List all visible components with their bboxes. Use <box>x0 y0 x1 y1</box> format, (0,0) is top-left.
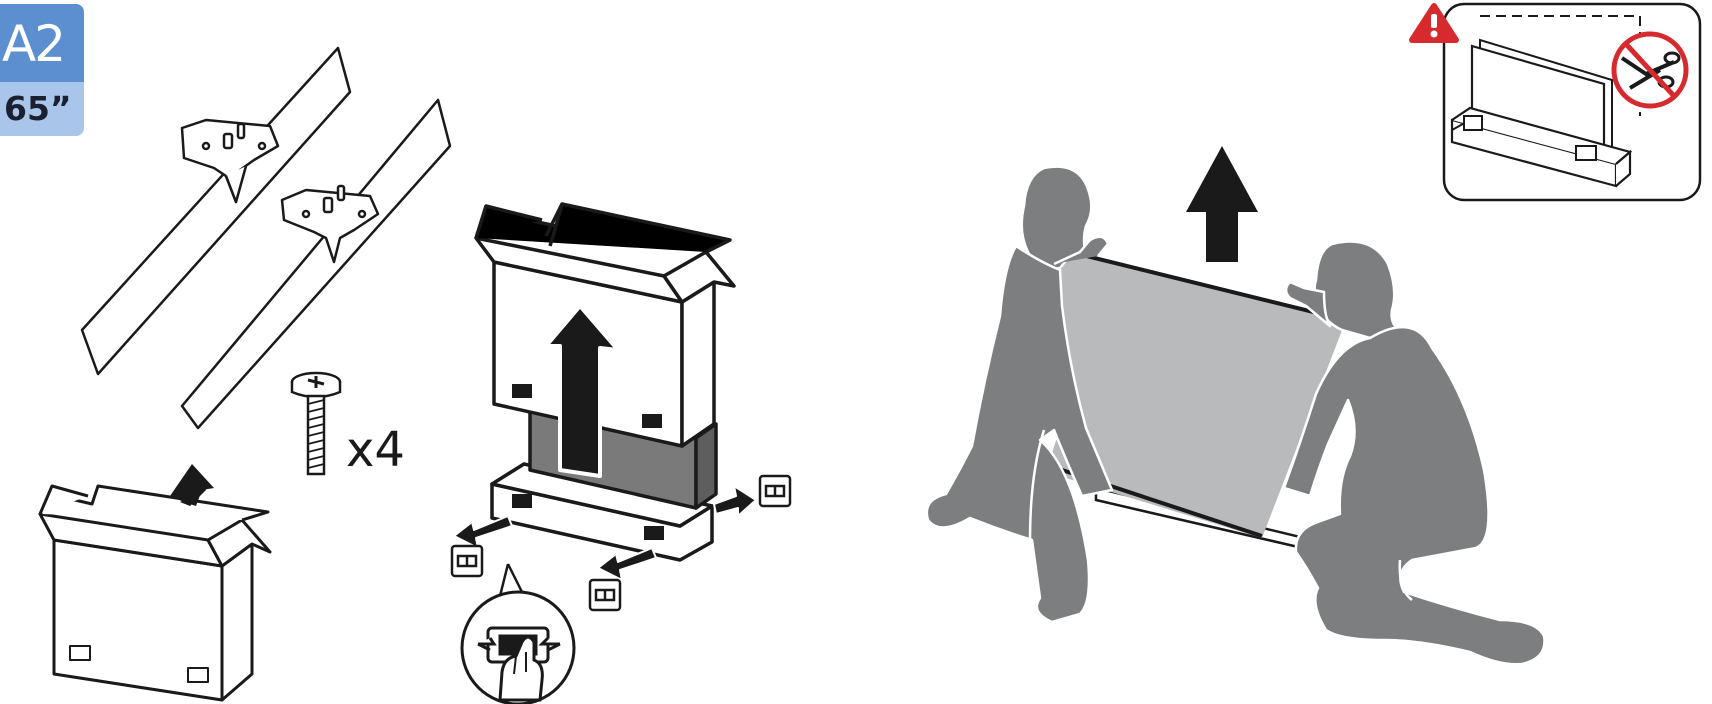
person-right <box>1284 242 1545 665</box>
large-box <box>454 204 756 580</box>
lift-up-arrow-icon <box>1186 146 1258 262</box>
handle-detail-callout <box>462 564 574 704</box>
no-knife-icon <box>1614 34 1686 106</box>
warning-panel <box>1444 4 1700 200</box>
screw-quantity: x4 <box>346 422 405 478</box>
clip-icon <box>590 580 620 610</box>
screw-icon <box>292 373 340 474</box>
small-box <box>40 464 270 700</box>
stand-legs <box>82 48 450 428</box>
clip-icon <box>452 546 482 576</box>
tv-lift-scene <box>927 146 1545 664</box>
clip-icon <box>760 476 790 506</box>
